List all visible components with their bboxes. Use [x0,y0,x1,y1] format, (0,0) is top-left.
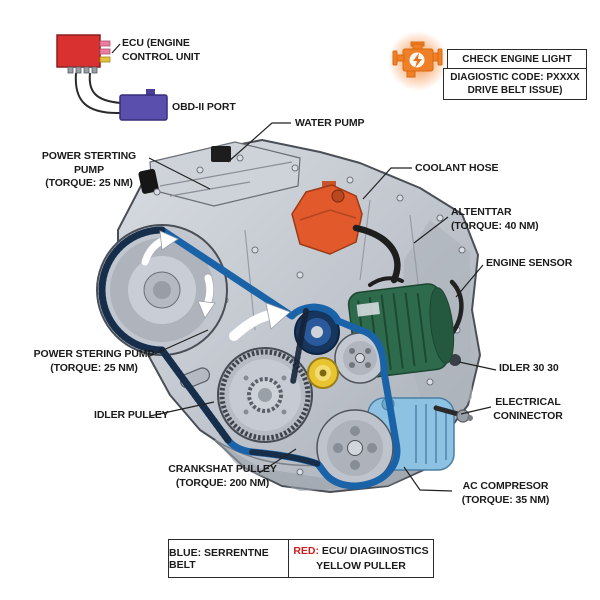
legend-red-prefix: RED: [293,545,319,558]
callout-alternator: ALTENTTAR (TORQUE: 40 NM) [451,206,539,232]
leader-lines [111,43,497,492]
callout-ac-compressor: AC COMPRESOR (TORQUE: 35 NM) [461,480,550,506]
power-steering-pulley [96,224,228,356]
filler-cap [211,146,231,162]
obd-nub [146,89,155,96]
ecu-bottom-pins [67,66,98,74]
callout-coolant-hose: COOLANT HOSE [415,162,499,174]
ecu-pin [99,40,111,47]
callout-power-steering-top: POWER STERTING PUMP (TORQUE: 25 NM) [41,150,137,190]
diagnostic-code-box: DIAGIOSTIC CODE: PXXXX DRIVE BELT ISSUE) [443,68,587,100]
callout-electrical-connector: ELECTRICAL CONINECTOR [493,396,563,422]
ecu-label: ECU (ENGINE CONTROL UNIT [122,37,200,64]
check-engine-title: CHECK ENGINE LIGHT [462,54,572,65]
check-engine-icon [388,31,448,91]
legend-red-entry: ECU/ DIAGIINOSTICS [318,545,429,558]
callout-water-pump: WATER PUMP [295,117,365,129]
obd-box [119,94,168,121]
idler-pulley-yellow [307,357,339,389]
ecu-pin [99,48,111,55]
ecu-label-line1: ECU (ENGINE [122,37,190,49]
ecu-box [56,34,101,68]
diagnostic-issue: DRIVE BELT ISSUE) [467,85,563,96]
legend-box: BLUE: SERRENTNE BELT RED: ECU/ DIAGIINOS… [168,539,434,578]
check-engine-light-box: CHECK ENGINE LIGHT [447,49,587,70]
legend-red-line2: YELLOW PULLER [316,559,406,572]
legend-blue-entry: BLUE: SERRENTNE BELT [169,546,269,571]
legend-blue-cell: BLUE: SERRENTNE BELT [169,540,289,577]
ecu-obd-diagram [56,34,168,121]
legend-red-cell: RED: ECU/ DIAGIINOSTICS YELLOW PULLER [289,540,433,577]
water-pump-housing [291,181,363,255]
coolant-cap [331,189,345,203]
idler-bore [449,354,461,366]
belt-direction-arrows [141,230,291,341]
callout-power-steering-bottom: POWER STERING PUMP (TORQUE: 25 NM) [33,348,155,374]
sensor-cap [138,168,159,194]
callout-crankshaft-pulley: CRANKSHAT PULLEY (TORQUE: 200 NM) [168,463,277,489]
crankshaft-pulley [217,347,313,443]
diagnostic-code: DIAGIOSTIC CODE: PXXXX [450,71,580,83]
alternator-pulley [334,332,386,384]
callout-idler-30-30: IDLER 30 30 [499,362,559,374]
coolant-hose-pipe [352,224,401,284]
callout-idler-pulley: IDLER PULLEY [94,409,169,421]
obd-port-label: OBD-II PORT [172,101,236,113]
ecu-pin [99,56,111,63]
callout-engine-sensor: ENGINE SENSOR [486,257,573,269]
ecu-label-line2: CONTROL UNIT [122,50,200,63]
serpentine-belt [98,226,401,490]
